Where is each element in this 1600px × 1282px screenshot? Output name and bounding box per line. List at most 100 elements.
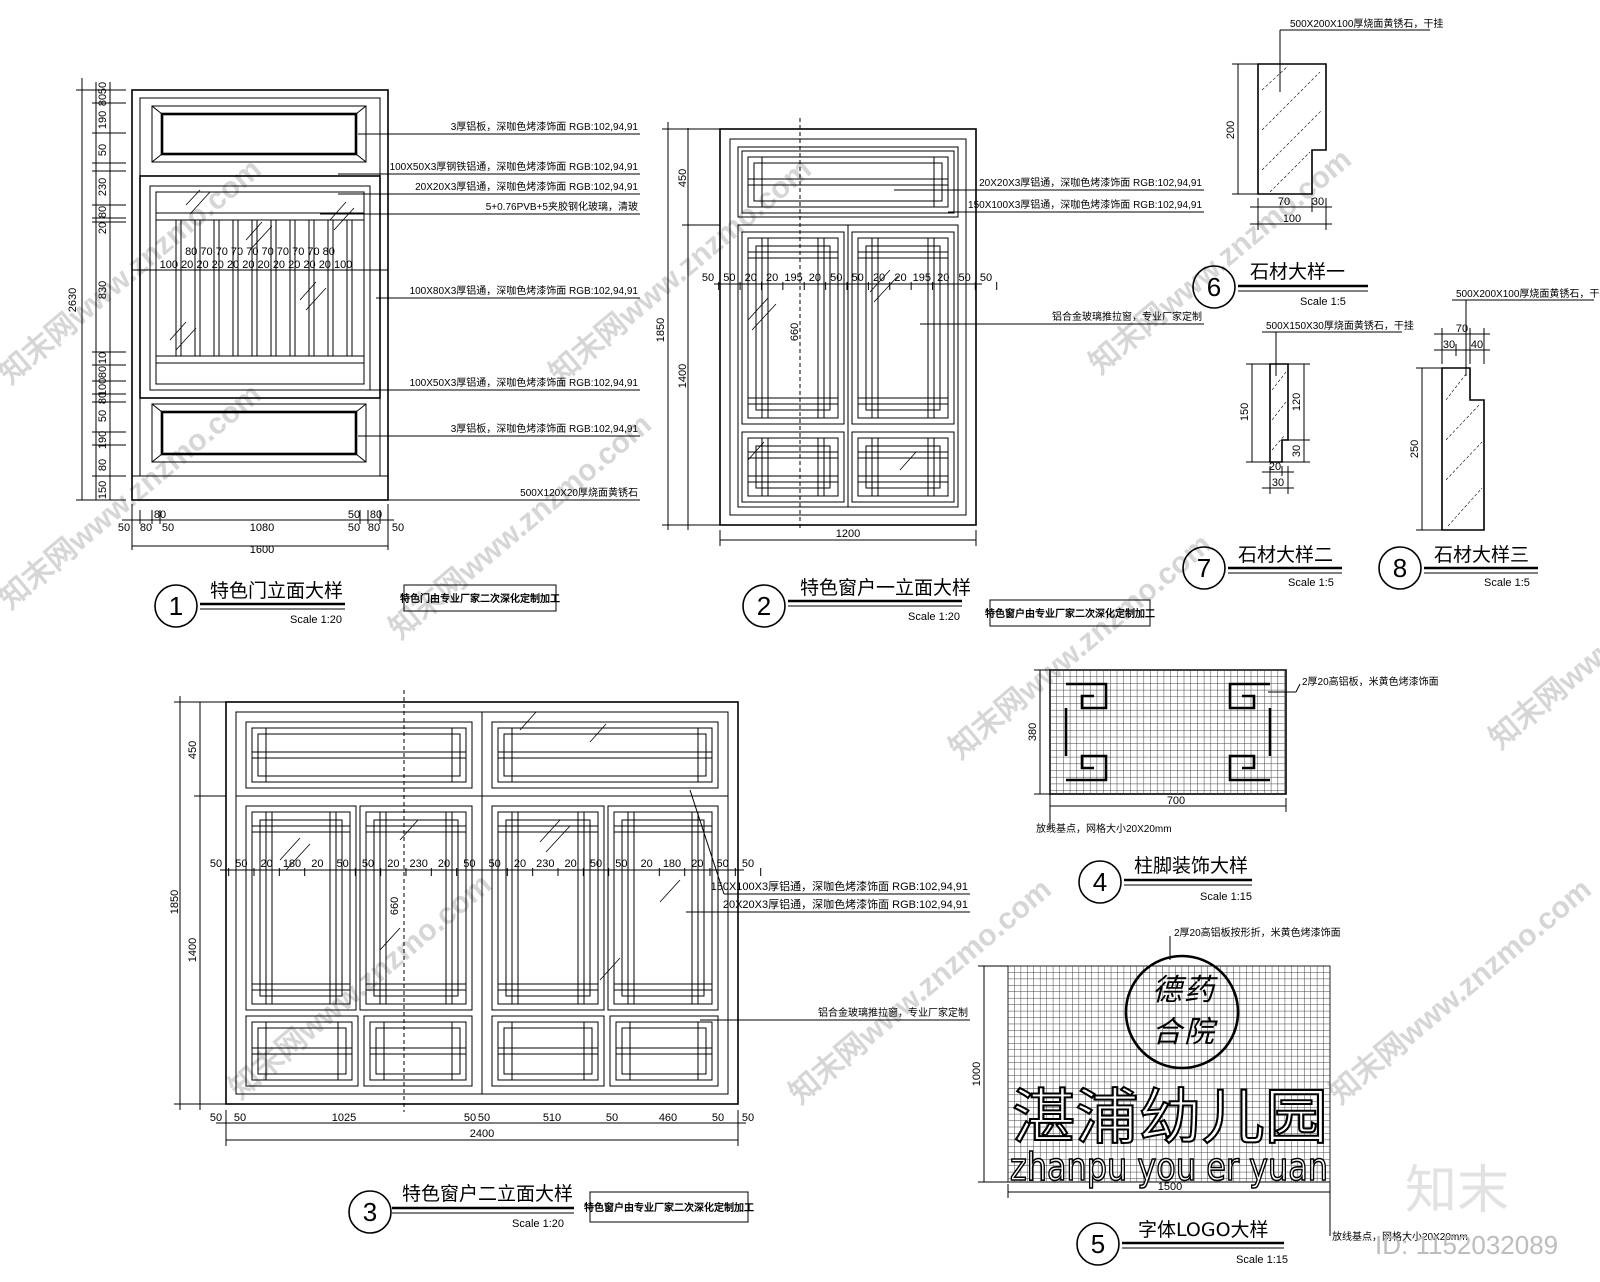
drawing-title: 柱脚装饰大样 bbox=[1134, 855, 1248, 877]
sash-inner bbox=[857, 237, 949, 419]
sash-frame bbox=[359, 805, 473, 1011]
dim-bottom-label: 510 bbox=[543, 1112, 561, 1124]
dim-row-label: 20 bbox=[261, 858, 273, 870]
dim-left: 80 bbox=[97, 459, 109, 471]
sash-frame bbox=[491, 805, 605, 1011]
dim-height: 200 bbox=[1225, 121, 1237, 139]
annotation: 150X100X3厚铝通，深咖色烤漆饰面 RGB:102,94,91 bbox=[711, 879, 968, 893]
sash-inner bbox=[365, 811, 467, 1005]
logo-pinyin: zhanpu you er yuan bbox=[1010, 1145, 1328, 1189]
lattice-frame bbox=[491, 1015, 605, 1087]
dim-row-label: 180 bbox=[663, 858, 681, 870]
lattice-frame bbox=[609, 1015, 719, 1087]
dim-left: 50 bbox=[97, 144, 109, 156]
dim-row-label: 50 bbox=[852, 272, 864, 284]
dim-row-label: 230 bbox=[536, 858, 554, 870]
seal-char: 德 bbox=[1152, 974, 1187, 1007]
drawing-number-circle bbox=[348, 1190, 392, 1234]
dim-left: 10 bbox=[97, 352, 109, 364]
drawing-1-door-elevation: 2630 50 80 190 50 230 80 20 830 10 80 10… bbox=[67, 78, 640, 628]
sash-inner bbox=[747, 237, 839, 419]
annotation: 500X120X20厚烧面黄锈石 bbox=[520, 486, 638, 499]
watermark-text: 知末网www.znzmo.com bbox=[943, 528, 1217, 766]
dim-width: 1600 bbox=[250, 544, 274, 556]
dim-total: 1850 bbox=[169, 890, 181, 914]
lattice-inner bbox=[497, 727, 713, 783]
dim-bottom: 50 bbox=[348, 522, 360, 534]
sash-glass bbox=[621, 819, 705, 997]
drawing-scale: Scale 1:5 bbox=[1300, 296, 1346, 308]
lattice-frame bbox=[245, 721, 473, 789]
dim-bottom-label: 50 bbox=[210, 1112, 222, 1124]
annotation: 20X20X3厚铝通，深咖色烤漆饰面 RGB:102,94,91 bbox=[979, 176, 1202, 189]
sash-glass bbox=[755, 445, 831, 489]
drawing-number-circle bbox=[1078, 860, 1122, 904]
dim-row-label: 20 bbox=[438, 858, 450, 870]
drawing-number: 4 bbox=[1093, 867, 1107, 897]
lattice-pane bbox=[753, 162, 943, 202]
lattice-pane bbox=[503, 733, 707, 777]
annotation: 3厚铝板，深咖色烤漆饰面 RGB:102,94,91 bbox=[451, 120, 639, 133]
dim-bottom-label: 50 bbox=[234, 1112, 246, 1124]
grid-20x20 bbox=[1007, 965, 1331, 1182]
grid-note: 放线基点，网格大小20X20mm bbox=[1332, 1230, 1468, 1243]
dim-left: 1400 bbox=[187, 938, 199, 962]
dim-row-label: 20 bbox=[387, 858, 399, 870]
drawing-number: 6 bbox=[1207, 272, 1221, 302]
dim-row-label: 230 bbox=[409, 858, 427, 870]
dim-height: 250 bbox=[1409, 440, 1421, 458]
drawing-number-circle bbox=[742, 584, 786, 628]
dim-left: 20 bbox=[97, 222, 109, 234]
drawing-4-column-base: 380 700 2厚20高铝板，米黄色烤漆饰面 放线基点，网格大小20X20mm… bbox=[1027, 669, 1439, 904]
annotation: 5+0.76PVB+5夹胶钢化玻璃，清玻 bbox=[486, 200, 638, 213]
dim-row-label: 50 bbox=[980, 272, 992, 284]
drawing-scale: Scale 1:15 bbox=[1236, 1254, 1288, 1266]
sash-glass bbox=[259, 819, 343, 997]
dim-row-label: 50 bbox=[717, 858, 729, 870]
dim-top: 40 bbox=[1471, 339, 1483, 351]
dim-row-label: 50 bbox=[489, 858, 501, 870]
sash-frame bbox=[607, 805, 719, 1011]
dim-left: 100 bbox=[97, 378, 109, 396]
drawing-number-circle bbox=[154, 584, 198, 628]
dim-right: 120 bbox=[1291, 393, 1303, 411]
dim-row-label: 20 bbox=[691, 858, 703, 870]
dim-row-label: 50 bbox=[337, 858, 349, 870]
dim-bottom-label: 50 bbox=[712, 1112, 724, 1124]
drawing-title: 字体LOGO大样 bbox=[1138, 1219, 1269, 1241]
drawing-3-window-elevation: 1850 450 1400 50 50 20 180 20 50 50 20 230 20 50 50… bbox=[169, 690, 970, 1234]
door-vertical-bars bbox=[175, 220, 353, 356]
dim-row-label: 50 bbox=[362, 858, 374, 870]
drawing-6-stone-profile: 500X200X100厚烧面黄锈石，干挂 200 70 30 100 6 石材大… bbox=[1192, 17, 1443, 309]
dim-rail: 100 20 20 20 20 20 20 20 20 20 20 100 bbox=[160, 259, 353, 271]
dim-row-label: 195 bbox=[913, 272, 931, 284]
fabrication-note: 特色门由专业厂家二次深化定制加工 bbox=[400, 592, 560, 605]
logo-chinese: 湛浦幼儿园 bbox=[1012, 1083, 1328, 1153]
drawing-scale: Scale 1:20 bbox=[290, 614, 342, 626]
watermark-text: 知末网www.znzmo.com bbox=[0, 153, 268, 391]
dim-row-label: 50 bbox=[590, 858, 602, 870]
drawing-number-circle bbox=[1076, 1222, 1120, 1266]
lattice-inner bbox=[251, 727, 467, 783]
dim-bottom: 80 bbox=[140, 522, 152, 534]
drawing-number-circle bbox=[1182, 546, 1226, 590]
dim-row-label: 50 bbox=[702, 272, 714, 284]
dim-bottom-top: 80 bbox=[154, 509, 166, 521]
drawing-number: 2 bbox=[757, 591, 771, 621]
dim-right: 30 bbox=[1291, 445, 1303, 457]
dim-left: 80 bbox=[97, 392, 109, 404]
seal-char: 药 bbox=[1184, 974, 1218, 1007]
drawing-number: 7 bbox=[1197, 553, 1211, 583]
glass-hatch bbox=[169, 189, 355, 351]
sash-frame bbox=[741, 431, 845, 503]
sash-inner bbox=[747, 437, 839, 497]
annotation: 150X100X3厚铝通，深咖色烤漆饰面 RGB:102,94,91 bbox=[968, 198, 1202, 211]
annotation: 500X150X30厚烧面黄锈石，干挂 bbox=[1266, 319, 1414, 332]
window-sashes bbox=[741, 231, 955, 503]
lattice-pane bbox=[503, 1027, 593, 1075]
dim-left: 450 bbox=[187, 741, 199, 759]
dim-left: 80 bbox=[97, 366, 109, 378]
annotation: 2厚20高铝板按形折，米黄色烤漆饰面 bbox=[1174, 926, 1341, 939]
